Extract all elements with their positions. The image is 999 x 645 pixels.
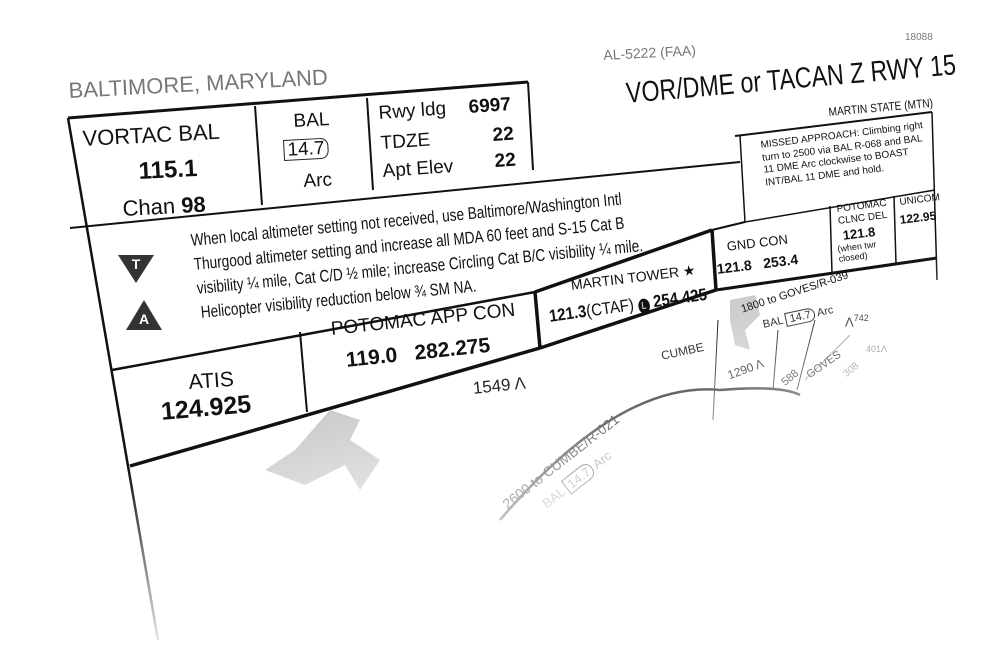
rwy-label: Rwy ldg <box>377 98 447 124</box>
elev-label: Apt Elev <box>381 156 454 182</box>
tdze-value: 22 <box>491 123 515 146</box>
navaid-frequency: 115.1 <box>137 154 198 185</box>
obstacle-height: 401 <box>866 344 882 354</box>
obstacle-icon: Λ <box>513 373 527 394</box>
arc-navaid: BAL <box>292 109 330 132</box>
channel-number: 98 <box>180 191 207 218</box>
rwy-value: 6997 <box>467 94 512 118</box>
channel: Chan 98 <box>121 191 207 221</box>
obstacle-742: Λ742 <box>845 313 869 330</box>
obstacle-401: 401Λ <box>866 344 888 354</box>
part-time-icon: L <box>637 297 651 315</box>
tdze-label: TDZE <box>379 129 431 154</box>
atis-label: ATIS <box>187 367 235 394</box>
obstacle-height: 1549 <box>471 375 512 398</box>
arc-label: Arc <box>302 169 333 192</box>
arc-dme: 14.7 <box>283 137 330 161</box>
obstacle-height: 742 <box>853 313 869 323</box>
tower-vhf: 121.3 <box>547 301 588 326</box>
cycle-number: 18088 <box>905 32 933 43</box>
channel-label: Chan <box>121 193 176 221</box>
elev-value: 22 <box>493 149 517 172</box>
